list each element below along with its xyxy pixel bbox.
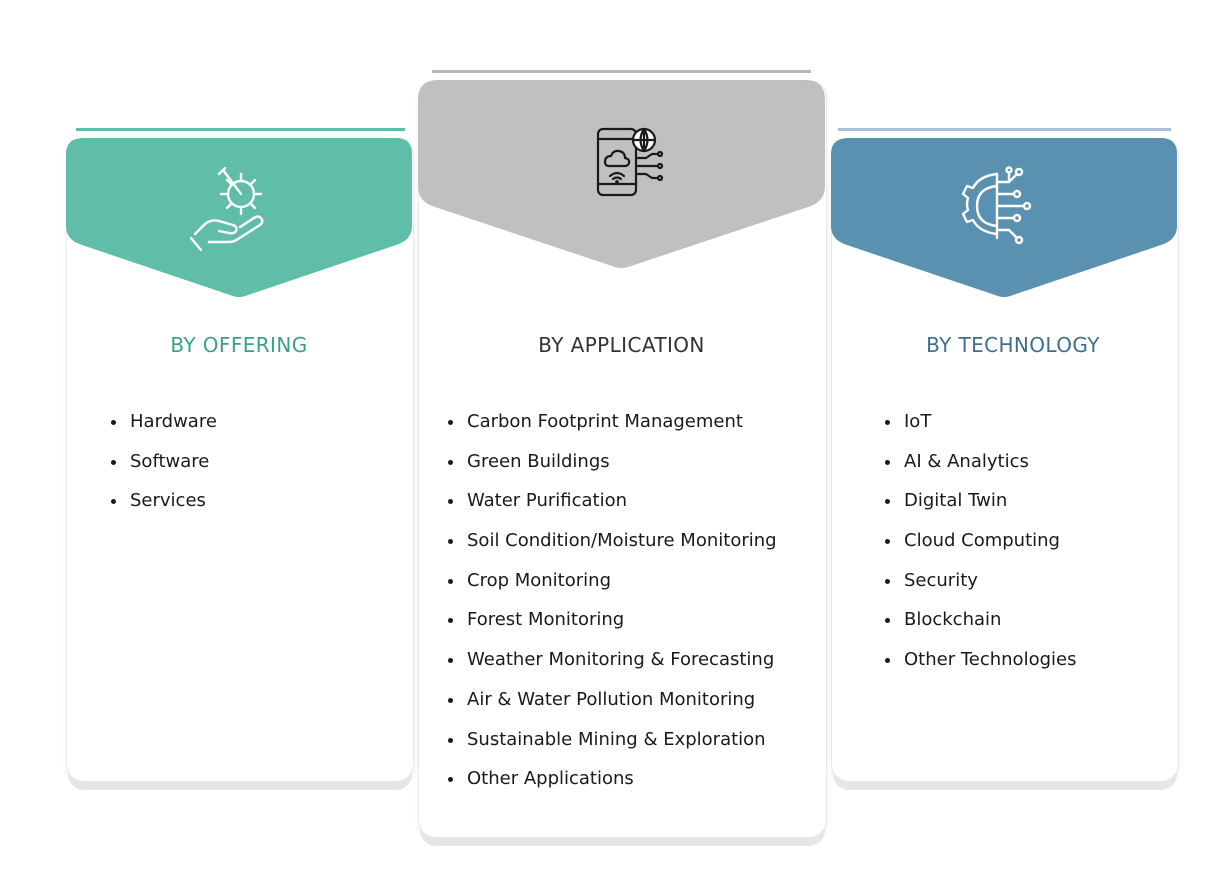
list-item: Cloud Computing — [885, 530, 1076, 570]
offering-banner — [66, 138, 412, 297]
list-item: Other Applications — [448, 768, 777, 808]
list-item: Weather Monitoring & Forecasting — [448, 649, 777, 689]
technology-top-line — [838, 128, 1171, 131]
list-item: Other Technologies — [885, 649, 1076, 689]
application-list: Carbon Footprint Management Green Buildi… — [448, 411, 777, 808]
offering-heading: BY OFFERING — [170, 333, 308, 357]
list-item: IoT — [885, 411, 1076, 451]
list-item: Services — [111, 490, 217, 530]
list-item: Air & Water Pollution Monitoring — [448, 689, 777, 729]
offering-list: Hardware Software Services — [111, 411, 217, 530]
list-item: Green Buildings — [448, 451, 777, 491]
list-item: Digital Twin — [885, 490, 1076, 530]
application-top-line — [432, 70, 811, 73]
smartphone-cloud-globe-icon — [596, 127, 664, 197]
gear-circuit-icon — [961, 166, 1032, 245]
list-item: Blockchain — [885, 609, 1076, 649]
list-item: Security — [885, 570, 1076, 610]
list-item: Forest Monitoring — [448, 609, 777, 649]
list-item: AI & Analytics — [885, 451, 1076, 491]
list-item: Software — [111, 451, 217, 491]
list-item: Carbon Footprint Management — [448, 411, 777, 451]
hand-gear-icon — [189, 166, 264, 252]
technology-heading: BY TECHNOLOGY — [926, 333, 1100, 357]
offering-top-line — [76, 128, 405, 131]
list-item: Soil Condition/Moisture Monitoring — [448, 530, 777, 570]
list-item: Water Purification — [448, 490, 777, 530]
application-heading: BY APPLICATION — [538, 333, 705, 357]
list-item: Hardware — [111, 411, 217, 451]
technology-list: IoT AI & Analytics Digital Twin Cloud Co… — [885, 411, 1076, 689]
list-item: Sustainable Mining & Exploration — [448, 729, 777, 769]
list-item: Crop Monitoring — [448, 570, 777, 610]
